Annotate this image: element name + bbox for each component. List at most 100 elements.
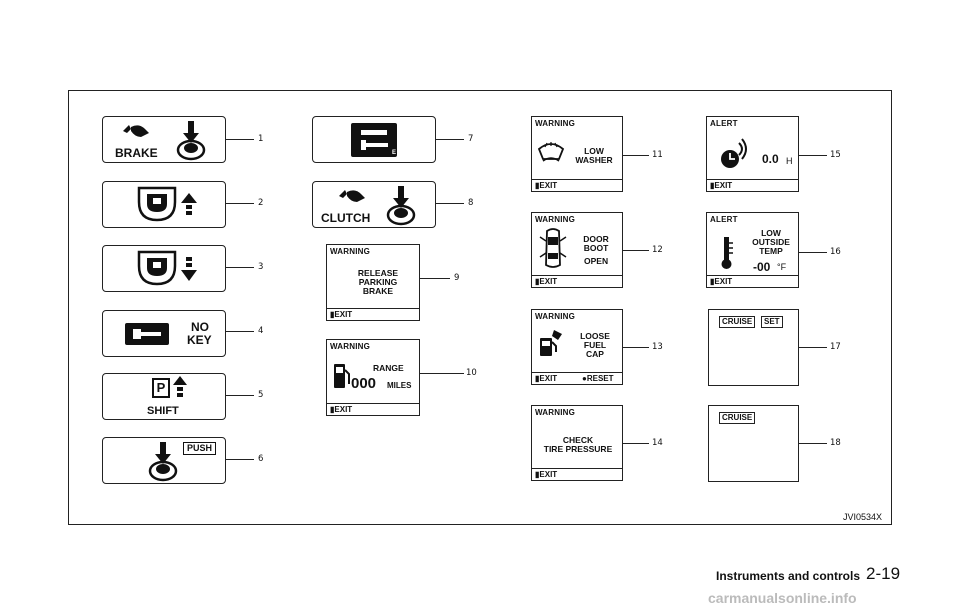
callout-13: 13 bbox=[652, 342, 663, 352]
clutch-label: CLUTCH bbox=[321, 211, 371, 225]
screen-door-boot-open: WARNING DOOR BOOT OPEN ▮EXIT bbox=[531, 212, 623, 288]
park-letter-box: P bbox=[152, 378, 170, 398]
range-label: RANGE bbox=[373, 363, 404, 373]
screen-header: ALERT bbox=[710, 215, 738, 224]
steering-hand-icon bbox=[339, 190, 365, 202]
screen-low-washer: WARNING LOW WASHER ▮EXIT bbox=[531, 116, 623, 192]
arrow-up-icon bbox=[173, 376, 187, 397]
indicator-up-arrow bbox=[102, 181, 226, 228]
exit-label: ▮EXIT bbox=[535, 374, 558, 383]
screen-message: RELEASE PARKING BRAKE bbox=[357, 268, 399, 296]
callout-16: 16 bbox=[830, 247, 841, 257]
push-tag: PUSH bbox=[183, 442, 217, 455]
screen-header: WARNING bbox=[535, 119, 576, 128]
screen-loose-fuel-cap: WARNING LOOSE FUEL CAP ▮EXIT ●RESET bbox=[531, 309, 623, 385]
leader-8 bbox=[436, 203, 464, 204]
leader-11 bbox=[623, 155, 649, 156]
screen-cruise: CRUISE bbox=[708, 405, 799, 482]
temp-unit: °F bbox=[777, 262, 787, 272]
cruise-indicator: CRUISE bbox=[719, 316, 756, 328]
callout-18: 18 bbox=[830, 438, 841, 448]
key-icon bbox=[125, 323, 169, 345]
push-start-icon bbox=[148, 442, 178, 482]
exit-label: ▮EXIT bbox=[535, 277, 558, 286]
shift-lock-icon bbox=[137, 250, 177, 286]
leader-2 bbox=[226, 203, 254, 204]
callout-8: 8 bbox=[468, 198, 474, 208]
screen-release-parking-brake: WARNING RELEASE PARKING BRAKE ▮EXIT bbox=[326, 244, 420, 321]
exit-bar: ▮EXIT ●RESET bbox=[532, 372, 622, 384]
page-number: 2-19 bbox=[866, 564, 901, 583]
indicator-push-start: PUSH bbox=[102, 437, 226, 484]
exit-label: ▮EXIT bbox=[535, 181, 558, 190]
exit-bar: ▮EXIT bbox=[327, 403, 419, 415]
range-unit: MILES bbox=[387, 381, 412, 390]
screen-cruise-set: CRUISE SET bbox=[708, 309, 799, 386]
fuel-pump-icon bbox=[334, 364, 350, 388]
exit-bar: ▮EXIT bbox=[532, 468, 622, 480]
exit-bar: ▮EXIT bbox=[327, 308, 419, 320]
screen-message: DOOR BOOT bbox=[583, 234, 609, 253]
clutch-pedal-down-icon bbox=[386, 186, 416, 226]
callout-11: 11 bbox=[652, 150, 663, 160]
leader-1 bbox=[226, 139, 254, 140]
car-top-view-icon bbox=[539, 228, 567, 268]
leader-9 bbox=[420, 278, 450, 279]
temp-value: -00 bbox=[753, 260, 771, 274]
exit-label: ▮EXIT bbox=[330, 405, 353, 414]
watermark: carmanualsonline.info bbox=[708, 590, 857, 606]
exit-bar: ▮EXIT bbox=[532, 179, 622, 191]
indicator-key-battery: E bbox=[312, 116, 436, 163]
leader-13 bbox=[623, 347, 649, 348]
leader-17 bbox=[799, 347, 827, 348]
screen-range: WARNING RANGE 000 MILES ▮EXIT bbox=[326, 339, 420, 416]
callout-14: 14 bbox=[652, 438, 663, 448]
exit-bar: ▮EXIT bbox=[532, 275, 622, 287]
leader-14 bbox=[623, 443, 649, 444]
brake-label: BRAKE bbox=[115, 146, 158, 160]
screen-header: ALERT bbox=[710, 119, 738, 128]
section-title: Instruments and controls bbox=[716, 569, 861, 583]
indicator-down-arrow bbox=[102, 245, 226, 292]
leader-6 bbox=[226, 459, 254, 460]
driver-alert-icon bbox=[721, 138, 747, 168]
callout-15: 15 bbox=[830, 150, 841, 160]
screen-alert-timer: ALERT 0.0 H ▮EXIT bbox=[706, 116, 799, 192]
no-key-label-line1: NO bbox=[191, 320, 209, 334]
range-value: 000 bbox=[351, 375, 377, 392]
exit-label: ▮EXIT bbox=[330, 310, 353, 319]
shift-lock-icon bbox=[137, 186, 177, 222]
screen-check-tire-pressure: WARNING CHECK TIRE PRESSURE ▮EXIT bbox=[531, 405, 623, 481]
shift-label: SHIFT bbox=[147, 405, 179, 417]
screen-message: LOOSE FUEL CAP bbox=[580, 331, 610, 359]
indicator-no-key: NO KEY bbox=[102, 310, 226, 357]
open-status: OPEN bbox=[584, 256, 609, 266]
leader-18 bbox=[799, 443, 827, 444]
key-battery-icon: E bbox=[351, 123, 397, 157]
screen-low-outside-temp: ALERT LOW OUTSIDE TEMP -00 °F ▮EXIT bbox=[706, 212, 799, 288]
leader-12 bbox=[623, 250, 649, 251]
no-key-label-line2: KEY bbox=[187, 333, 212, 347]
screen-header: WARNING bbox=[535, 408, 576, 417]
arrow-down-icon bbox=[181, 257, 197, 281]
timer-value: 0.0 bbox=[762, 152, 779, 166]
fuel-cap-icon bbox=[540, 330, 562, 356]
screen-message: LOW WASHER bbox=[575, 146, 613, 165]
callout-17: 17 bbox=[830, 342, 841, 352]
leader-7 bbox=[436, 139, 464, 140]
brake-pedal-down-icon bbox=[176, 121, 206, 161]
screen-message: LOW OUTSIDE TEMP bbox=[752, 228, 790, 256]
figure-frame bbox=[68, 90, 892, 525]
exit-bar: ▮EXIT bbox=[707, 179, 798, 191]
callout-9: 9 bbox=[454, 273, 460, 283]
callout-10: 10 bbox=[466, 368, 477, 378]
reset-label: ●RESET bbox=[582, 374, 614, 383]
indicator-brake: BRAKE bbox=[102, 116, 226, 163]
screen-header: WARNING bbox=[330, 342, 371, 351]
leader-15 bbox=[799, 155, 827, 156]
washer-fluid-icon bbox=[537, 142, 565, 162]
set-indicator: SET bbox=[761, 316, 783, 328]
exit-label: ▮EXIT bbox=[710, 277, 733, 286]
leader-10 bbox=[420, 373, 464, 374]
screen-message: CHECK TIRE PRESSURE bbox=[543, 435, 613, 454]
